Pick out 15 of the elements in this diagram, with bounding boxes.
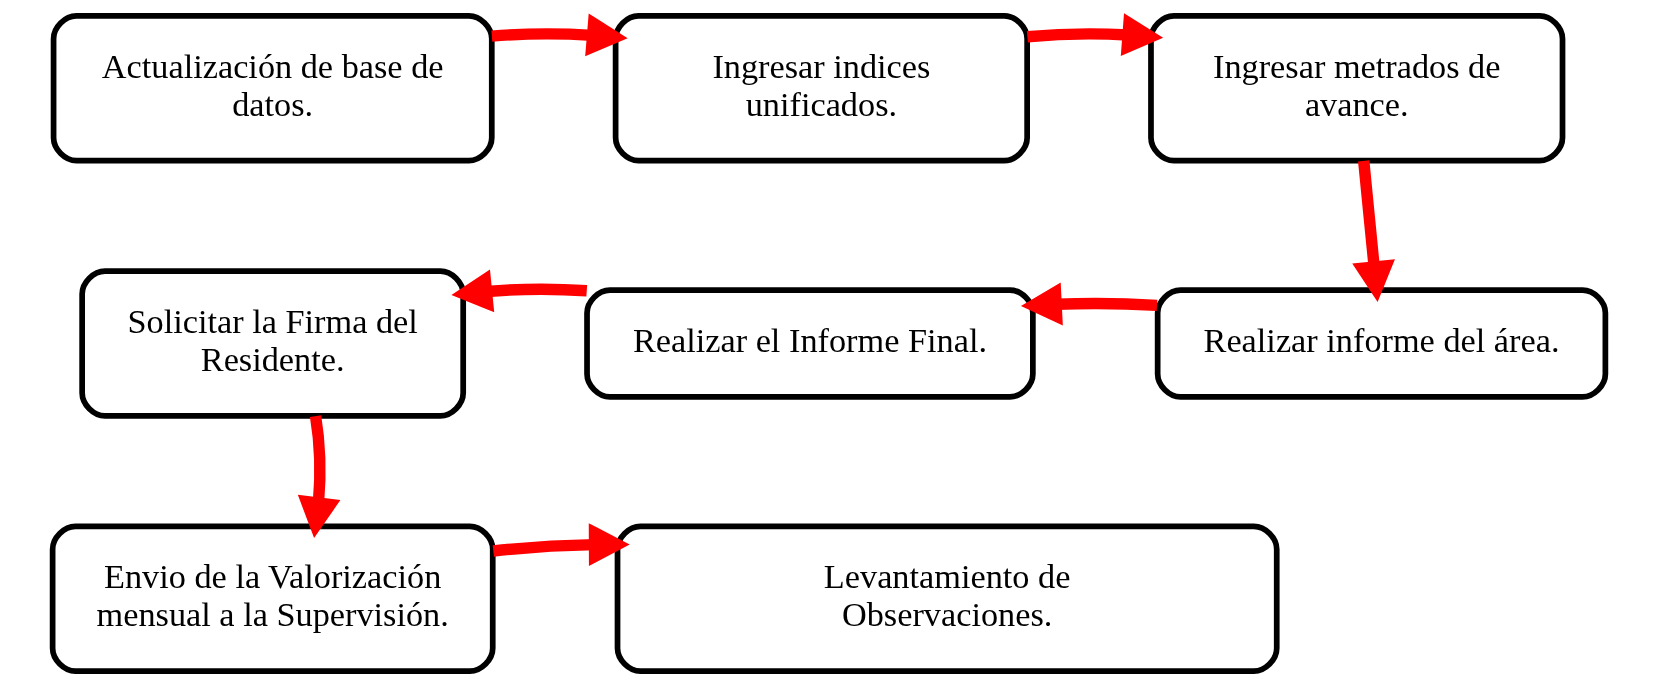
arrow (1026, 13, 1164, 57)
node-box: Realizar el Informe Final. (584, 287, 1036, 400)
node-box: Solicitar la Firma del Residente. (79, 268, 467, 419)
arrow (492, 523, 630, 567)
node-box: Actualización de base de datos. (50, 12, 495, 164)
arrow (297, 415, 341, 539)
arrow (491, 13, 628, 57)
node-box: Ingresar metrados de avance. (1148, 12, 1566, 164)
node-box: Realizar informe del área. (1154, 287, 1609, 400)
arrow (1352, 160, 1395, 302)
arrow (1020, 282, 1158, 326)
arrow (451, 269, 588, 313)
node-box: Envio de la Valorización mensual a la Supervisión. (49, 523, 496, 675)
node-box: Levantamiento de Observaciones. (614, 523, 1280, 675)
node-box: Ingresar indices unificados. (612, 12, 1030, 164)
